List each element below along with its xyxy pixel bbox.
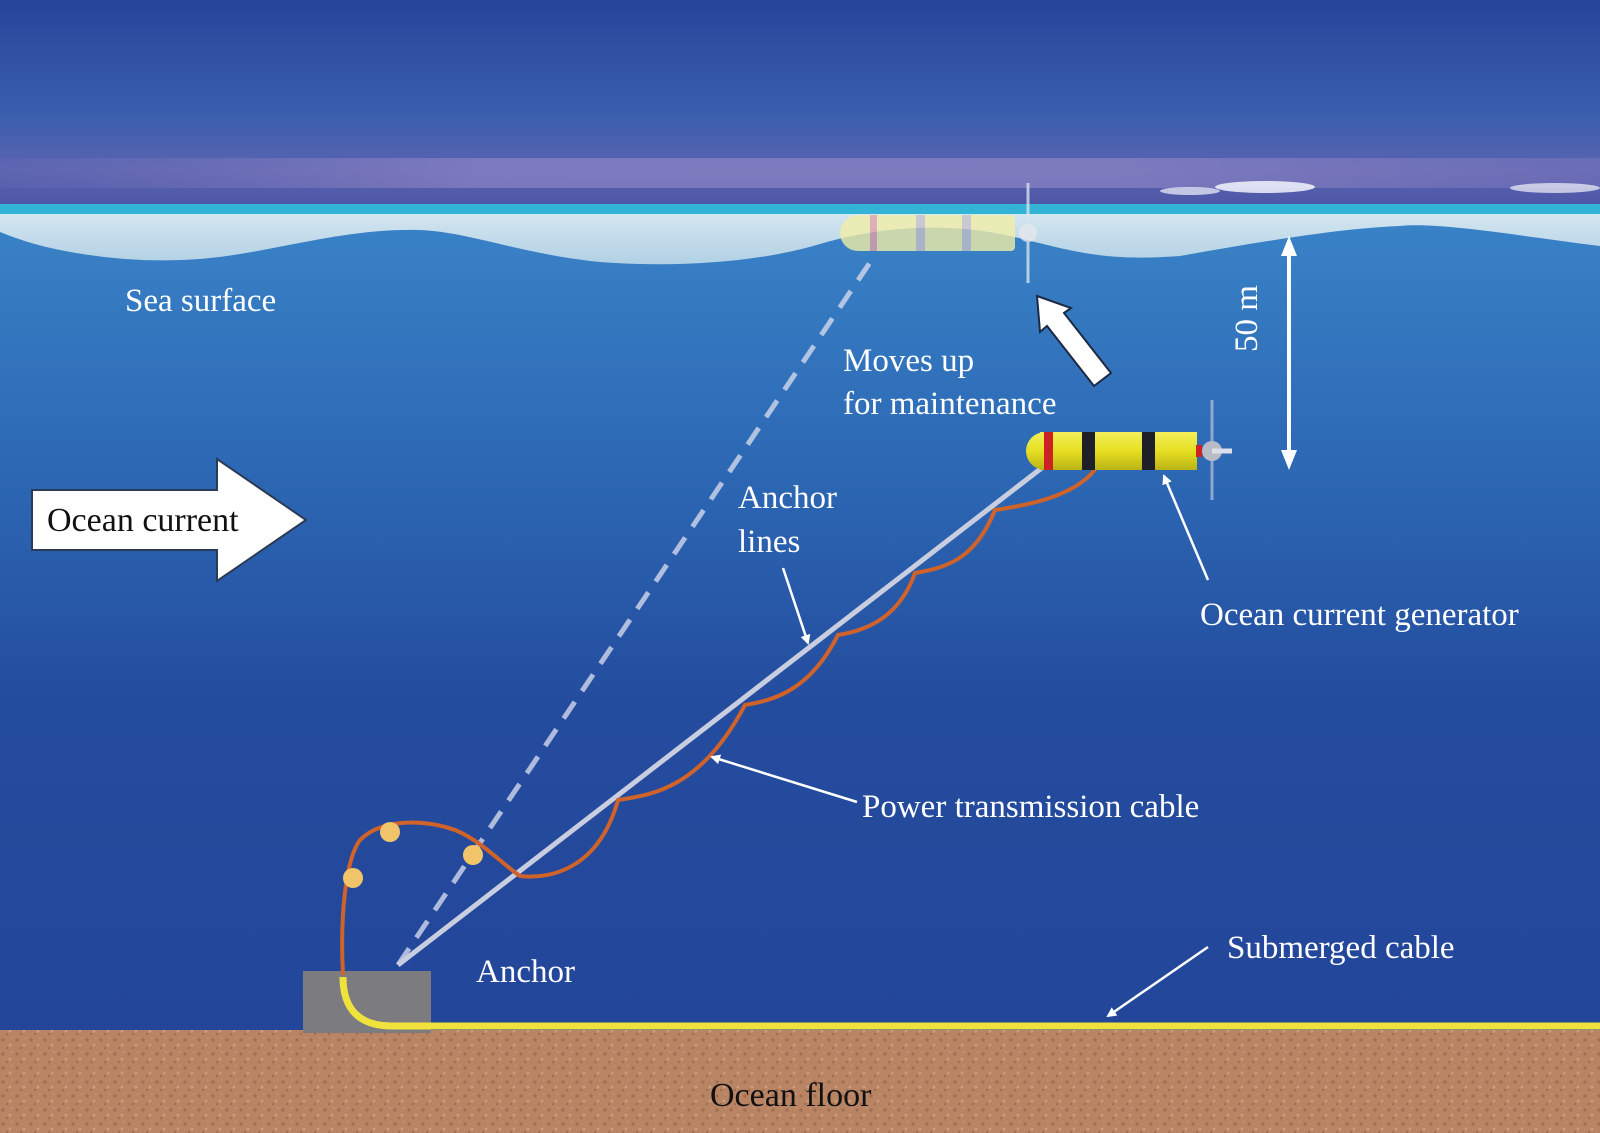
depth-dimension: 50 m: [1229, 236, 1297, 470]
depth-label: 50 m: [1229, 285, 1265, 352]
anchor-label: Anchor: [476, 954, 575, 990]
ocean-floor: [0, 1030, 1600, 1133]
anchor-lines-label-line1: Anchor: [738, 480, 837, 516]
sea-surface-label: Sea surface: [125, 283, 276, 319]
generator-pointer: [1162, 474, 1210, 581]
sky: [0, 0, 1600, 212]
anchor-line: [396, 458, 1054, 967]
horizon-line: [0, 204, 1600, 216]
cloud: [1510, 183, 1600, 193]
generator-label: Ocean current generator: [1200, 597, 1519, 633]
sea-surface-waves: [0, 214, 1600, 265]
power-cable-label: Power transmission cable: [862, 789, 1199, 825]
anchor-lines-label-line2: lines: [738, 524, 800, 560]
submerged-cable-label: Submerged cable: [1227, 930, 1455, 966]
power-transmission-cable: [340, 463, 1100, 976]
ocean-current-arrow: Ocean current: [31, 457, 308, 583]
sky-haze: [0, 158, 1600, 188]
ocean-current-label: Ocean current: [47, 502, 239, 539]
moves-up-arrow: [1035, 294, 1113, 388]
cable-float: [380, 822, 400, 842]
moves-up-label-line1: Moves up: [843, 343, 974, 379]
cable-float: [463, 845, 483, 865]
anchor-lines-pointer: [781, 567, 811, 645]
ocean-floor-label: Ocean floor: [710, 1077, 872, 1114]
power-cable-pointer: [710, 754, 858, 804]
submerged-cable: [339, 976, 1600, 1030]
moves-up-label-line2: for maintenance: [843, 386, 1056, 422]
cloud: [1215, 181, 1315, 193]
ocean-current-generator: [1026, 400, 1232, 500]
submerged-cable-pointer: [1106, 945, 1209, 1018]
cloud: [1160, 187, 1220, 195]
cable-float: [343, 868, 363, 888]
